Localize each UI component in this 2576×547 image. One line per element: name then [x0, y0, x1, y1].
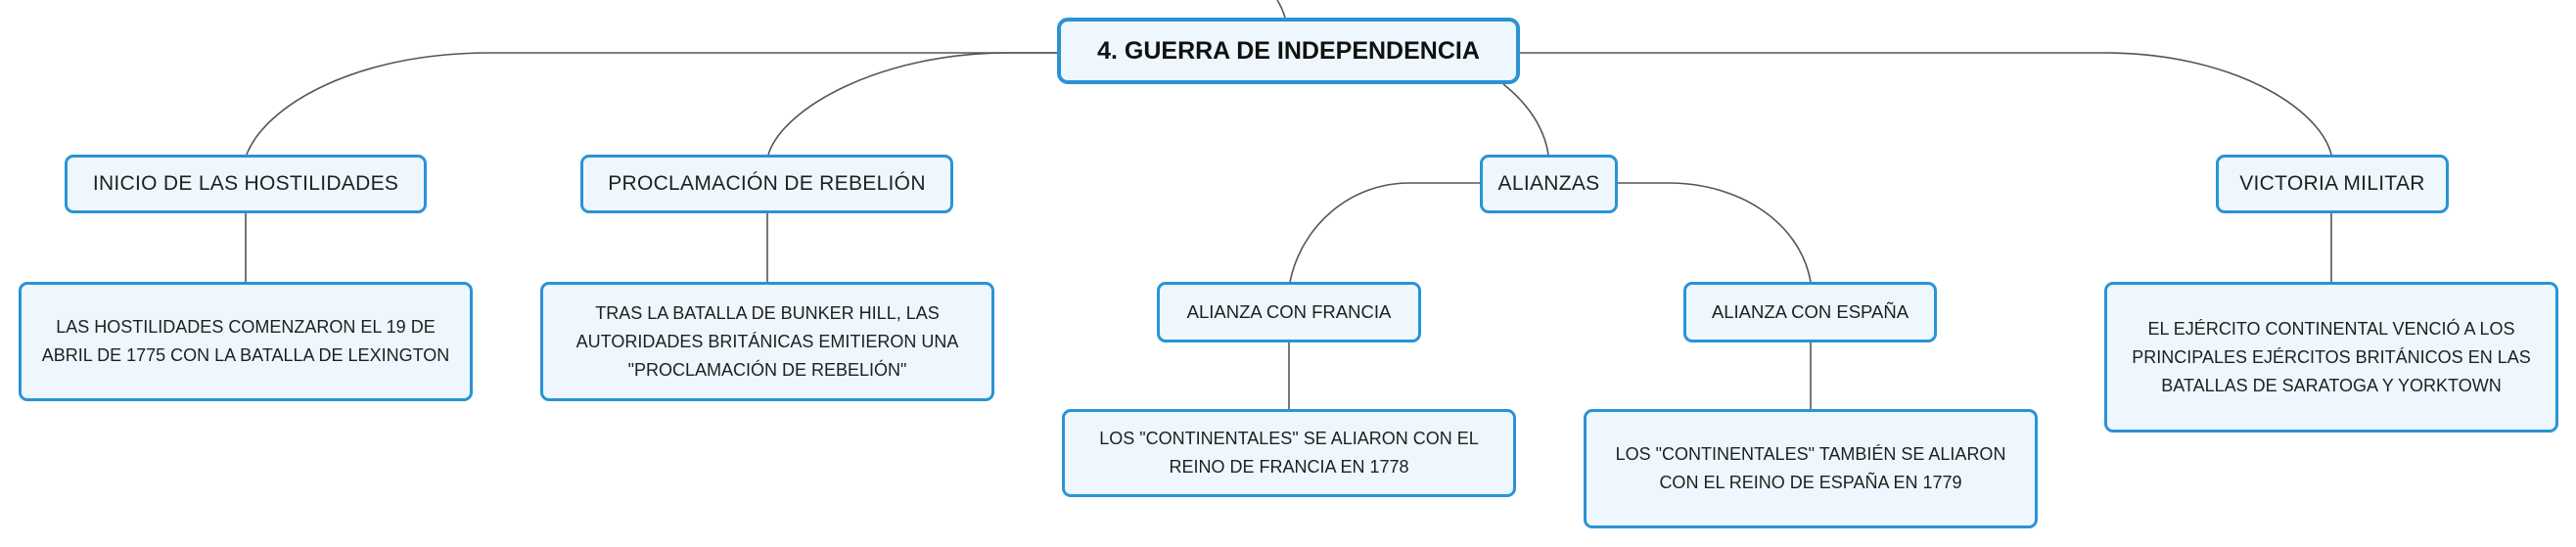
detail-inicio[interactable]: LAS HOSTILIDADES COMENZARON EL 19 DE ABR… — [19, 282, 473, 401]
subtopic-label: ALIANZA CON ESPAÑA — [1711, 301, 1909, 322]
detail-text: LAS HOSTILIDADES COMENZARON EL 19 DE ABR… — [42, 313, 450, 370]
detail-francia[interactable]: LOS "CONTINENTALES" SE ALIARON CON EL RE… — [1062, 409, 1516, 497]
detail-line: CON EL REINO DE ESPAÑA EN 1779 — [1659, 473, 1962, 492]
detail-victoria[interactable]: EL EJÉRCITO CONTINENTAL VENCIÓ A LOS PRI… — [2104, 282, 2558, 433]
detail-text: EL EJÉRCITO CONTINENTAL VENCIÓ A LOS PRI… — [2132, 315, 2530, 400]
connector-alianzas-espana — [1618, 182, 1812, 283]
topic-label: ALIANZAS — [1497, 172, 1600, 195]
connector-root-parent — [1276, 0, 1286, 19]
subtopic-alianza-con-espana[interactable]: ALIANZA CON ESPAÑA — [1683, 282, 1937, 342]
root-node[interactable]: 4. GUERRA DE INDEPENDENCIA — [1057, 18, 1520, 84]
topic-proclamacion-de-rebelion[interactable]: PROCLAMACIÓN DE REBELIÓN — [580, 155, 953, 213]
root-label: 4. GUERRA DE INDEPENDENCIA — [1097, 36, 1480, 65]
detail-text: TRAS LA BATALLA DE BUNKER HILL, LAS AUTO… — [576, 299, 959, 385]
detail-line: REINO DE FRANCIA EN 1778 — [1169, 457, 1409, 477]
subtopic-label: ALIANZA CON FRANCIA — [1186, 301, 1392, 322]
detail-line: LOS "CONTINENTALES" SE ALIARON CON EL — [1099, 429, 1479, 448]
topic-label: PROCLAMACIÓN DE REBELIÓN — [608, 172, 926, 195]
detail-line: TRAS LA BATALLA DE BUNKER HILL, LAS — [595, 302, 940, 323]
topic-label: VICTORIA MILITAR — [2239, 172, 2425, 195]
detail-line: ABRIL DE 1775 CON LA BATALLA DE LEXINGTO… — [41, 345, 450, 365]
connector-alianzas-francia — [1289, 182, 1480, 283]
subtopic-alianza-con-francia[interactable]: ALIANZA CON FRANCIA — [1157, 282, 1421, 342]
detail-line: EL EJÉRCITO CONTINENTAL VENCIÓ A LOS — [2147, 318, 2515, 339]
detail-line: AUTORIDADES BRITÁNICAS EMITIERON UNA — [575, 331, 959, 351]
detail-text: LOS "CONTINENTALES" TAMBIÉN SE ALIARON C… — [1616, 440, 2006, 497]
detail-text: LOS "CONTINENTALES" SE ALIARON CON EL RE… — [1099, 425, 1479, 481]
connector-root-inicio — [246, 52, 1057, 156]
topic-alianzas[interactable]: ALIANZAS — [1480, 155, 1618, 213]
detail-line: LAS HOSTILIDADES COMENZARON EL 19 DE — [56, 317, 436, 337]
detail-line: LOS "CONTINENTALES" TAMBIÉN SE ALIARON — [1615, 444, 2006, 464]
detail-line: BATALLAS DE SARATOGA Y YORKTOWN — [2161, 375, 2502, 395]
connector-root-proclamacion — [767, 52, 1057, 156]
detail-line: "PROCLAMACIÓN DE REBELIÓN" — [627, 359, 907, 380]
detail-proclamacion[interactable]: TRAS LA BATALLA DE BUNKER HILL, LAS AUTO… — [540, 282, 994, 401]
detail-line: PRINCIPALES EJÉRCITOS BRITÁNICOS EN LAS — [2132, 346, 2531, 367]
topic-label: INICIO DE LAS HOSTILIDADES — [92, 172, 399, 195]
topic-victoria-militar[interactable]: VICTORIA MILITAR — [2216, 155, 2449, 213]
connector-root-victoria — [1520, 52, 2332, 156]
detail-espana[interactable]: LOS "CONTINENTALES" TAMBIÉN SE ALIARON C… — [1584, 409, 2038, 528]
connector-root-alianzas — [1502, 83, 1549, 156]
topic-inicio-de-las-hostilidades[interactable]: INICIO DE LAS HOSTILIDADES — [65, 155, 427, 213]
